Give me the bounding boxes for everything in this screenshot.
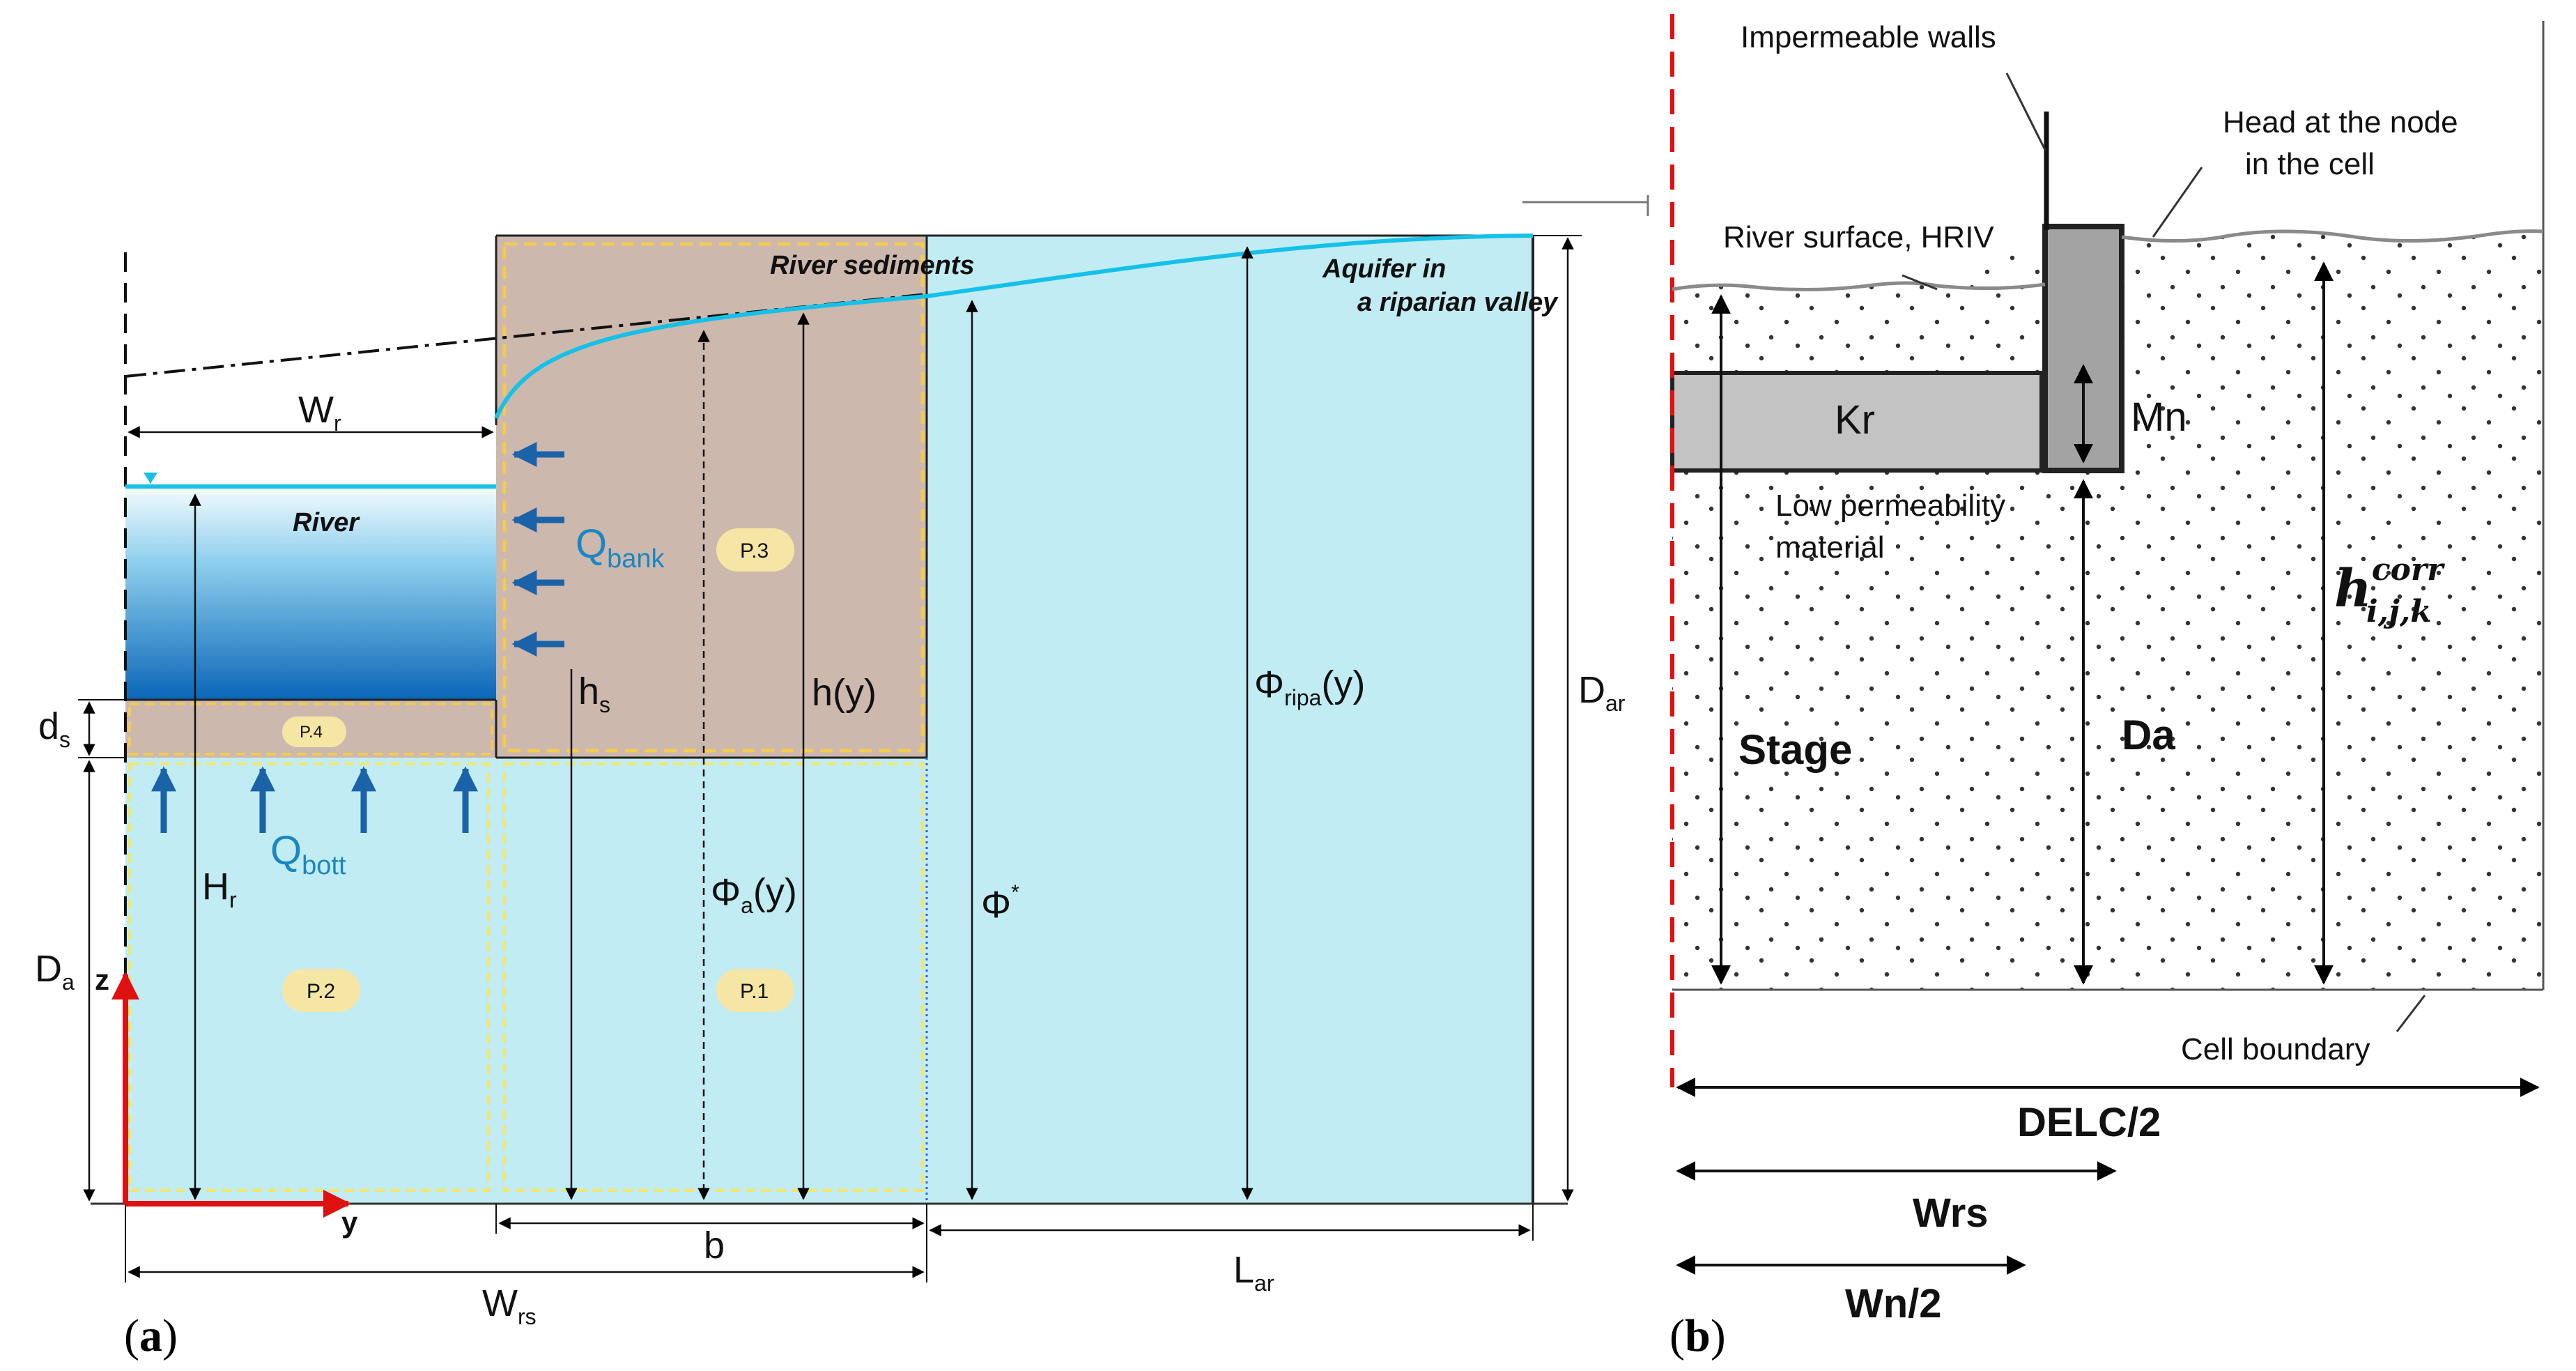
label-river-surface: River surface, HRIV	[1723, 220, 1994, 254]
label-da: Da	[35, 948, 75, 995]
label-hr: Hr	[202, 866, 237, 912]
zone-p3-box	[502, 242, 925, 753]
label-river: River	[293, 508, 360, 537]
river-surface-line	[1672, 281, 2046, 292]
zone-badges	[282, 528, 794, 1012]
zone-p4-box	[128, 703, 493, 756]
label-p3: P.3	[740, 539, 769, 562]
q-bank-arrows	[511, 442, 564, 657]
aquifer-lower	[125, 758, 927, 1204]
label-y-axis: y	[341, 1206, 358, 1239]
label-dar: Dar	[1578, 669, 1626, 716]
label-impermeable-walls: Impermeable walls	[1741, 20, 1996, 54]
impermeable-block	[1670, 371, 2044, 473]
label-head-line1: Head at the node	[2223, 105, 2458, 139]
river-sediments-block	[496, 236, 927, 758]
label-q-bott: Qbott	[270, 828, 346, 880]
panel-b-tag: (b)	[1669, 1310, 1726, 1361]
label-stage: Stage	[1738, 726, 1852, 773]
panel-a-tag: (a)	[124, 1310, 178, 1361]
label-head-line2: in the cell	[2245, 147, 2375, 181]
badge-p3	[716, 528, 794, 572]
label-z-axis: z	[95, 963, 109, 996]
leader-walls	[2005, 72, 2046, 151]
water-table-curve	[494, 233, 1534, 420]
label-kr: Kr	[1835, 397, 1875, 443]
leader-head	[2152, 167, 2203, 238]
label-phi-a: Φa(y)	[711, 871, 797, 918]
label-da: Da	[2122, 712, 2175, 758]
zone-p1-box	[503, 763, 924, 1192]
leader-cell	[2396, 995, 2426, 1032]
q-bott-arrows	[151, 766, 478, 833]
label-wn: Wn/2	[1845, 1281, 1942, 1326]
label-ds: ds	[38, 705, 70, 752]
label-wr: Wr	[298, 389, 341, 436]
badge-p4	[282, 717, 346, 747]
label-hy: h(y)	[812, 672, 877, 714]
panel-a: River sediments Aquifer in a riparian va…	[35, 195, 1649, 1361]
label-aquifer-line1: Aquifer in	[1322, 254, 1446, 284]
label-p1: P.1	[740, 980, 769, 1003]
label-lar: Lar	[1233, 1249, 1274, 1296]
label-wrs: Wrs	[1913, 1190, 1989, 1236]
badge-p2	[282, 969, 360, 1012]
label-low-perm-line2: material	[1775, 530, 1885, 565]
label-river-sediments: River sediments	[770, 251, 975, 280]
label-wrs: Wrs	[482, 1282, 537, 1329]
label-p4: P.4	[300, 723, 323, 742]
label-aquifer-line2: a riparian valley	[1357, 288, 1559, 317]
label-low-perm-line1: Low permeability	[1775, 489, 2005, 523]
aquifer-riparian	[927, 236, 1533, 1204]
label-hs: hs	[578, 671, 610, 717]
label-cell-boundary: Cell boundary	[2181, 1032, 2370, 1066]
label-phi-star: Φ*	[981, 881, 1019, 926]
leader-river	[1902, 274, 1938, 291]
head-line	[2121, 229, 2544, 243]
label-p2: P.2	[307, 980, 335, 1003]
label-phi-ripa: Φripa(y)	[1254, 664, 1365, 710]
panel-b: Impermeable walls Head at the node in th…	[1669, 14, 2545, 1361]
water-level-icon	[144, 473, 157, 484]
label-b: b	[704, 1225, 725, 1266]
label-delc: DELC/2	[2017, 1100, 2161, 1145]
label-mn: Mn	[2131, 395, 2187, 440]
river-water	[125, 487, 496, 700]
badge-p1	[716, 969, 794, 1012]
label-q-bank: Qbank	[576, 521, 665, 574]
